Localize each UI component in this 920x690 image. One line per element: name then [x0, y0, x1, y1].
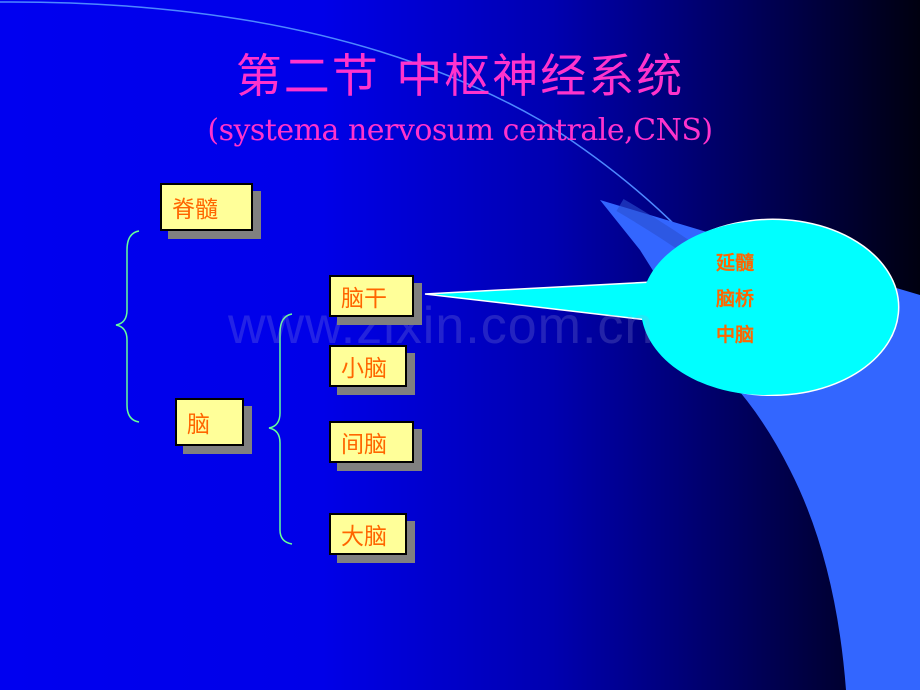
box-label: 大脑: [341, 524, 387, 550]
callout-line-medulla: 延髓: [715, 252, 754, 274]
box-brainstem: 脑干: [329, 275, 414, 317]
box-label: 小脑: [341, 356, 387, 382]
bracket-brain: [268, 313, 293, 545]
slide-subtitle: (systema nervosum centrale,CNS): [207, 113, 713, 148]
box-cerebellum: 小脑: [329, 345, 407, 387]
box-cerebrum: 大脑: [329, 513, 407, 555]
watermark: www.zixin.com.cn: [228, 297, 655, 355]
callout-text: 延髓 脑桥 中脑: [690, 245, 780, 353]
callout-line-pons: 脑桥: [715, 288, 754, 310]
slide-title: 第二节 中枢神经系统: [235, 49, 685, 103]
callout-line-midbrain: 中脑: [715, 324, 754, 346]
box-label: 脊髓: [172, 197, 218, 223]
box-label: 脑干: [341, 286, 387, 312]
box-brain: 脑: [175, 398, 244, 446]
decor-thin-arc: [0, 1, 681, 231]
box-label: 脑: [187, 412, 210, 438]
box-spinal-cord: 脊髓: [160, 183, 253, 231]
box-label: 间脑: [341, 432, 387, 458]
box-diencephalon: 间脑: [329, 421, 414, 463]
bracket-cns: [115, 230, 140, 423]
